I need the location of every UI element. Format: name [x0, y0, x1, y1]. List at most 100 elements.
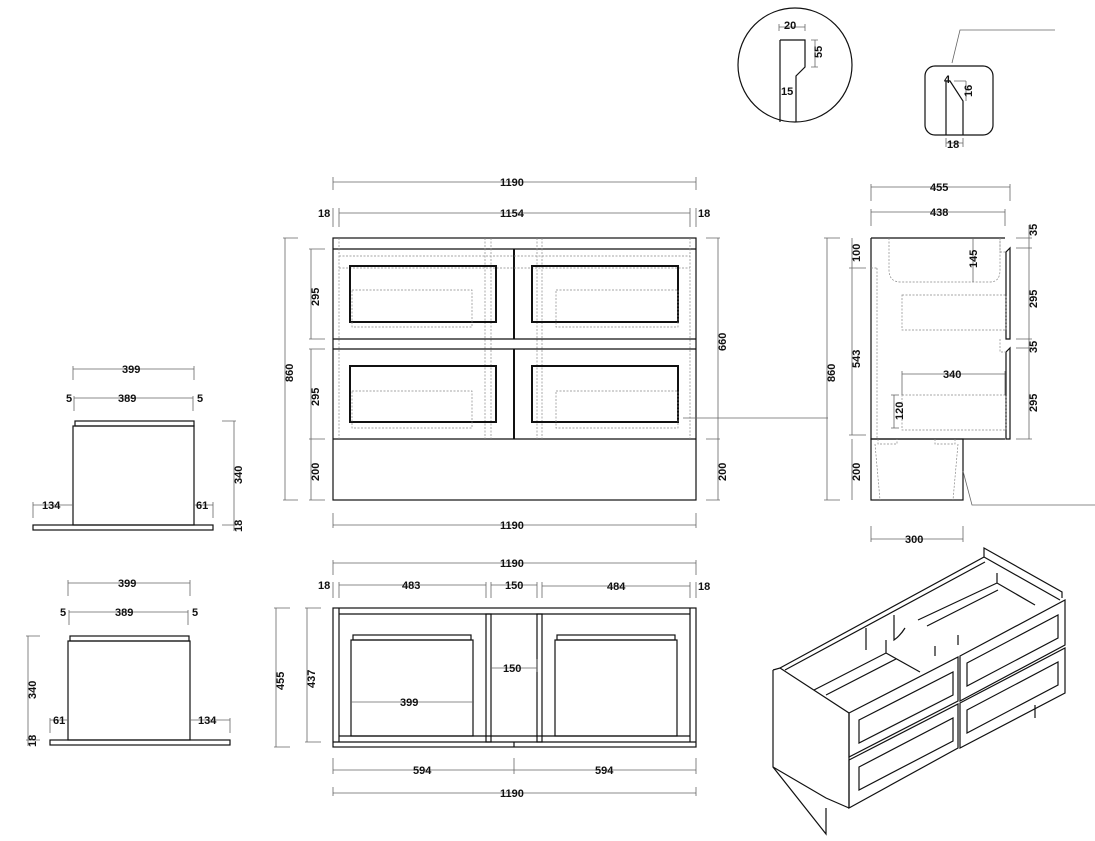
iso-drawer-front-top-left — [848, 656, 959, 758]
drawer-box-bottom — [901, 394, 1007, 431]
dim-plan-half-left: 594 — [413, 765, 432, 777]
dim-side-inner-depth: 438 — [930, 207, 948, 219]
dim-line — [274, 607, 290, 748]
dim-line — [332, 787, 697, 796]
iso-drawer-front-bottom-left — [848, 703, 959, 810]
plan-view: 1190 18 483 150 484 18 150 399 455 437 5… — [274, 558, 710, 800]
detail-circle-outline — [737, 7, 853, 123]
plan-partition-right — [536, 613, 543, 743]
dim-line — [870, 184, 1011, 201]
iso-back-inner — [784, 561, 986, 671]
dim-line — [73, 396, 194, 411]
dim-drawer-right-offset-right: 134 — [198, 715, 217, 727]
dim-plan-half-right: 594 — [595, 765, 614, 777]
dim-line — [67, 580, 191, 596]
dim-handle-height: 16 — [963, 85, 975, 97]
dim-front-side-left: 18 — [318, 208, 330, 220]
hidden-lines — [874, 439, 959, 501]
dim-drawer-left-inset-left: 5 — [66, 393, 72, 405]
iso-drawer-panel — [966, 661, 1059, 734]
dim-plan-side-right: 18 — [698, 581, 710, 593]
drawer-base-plate — [32, 524, 214, 531]
dim-drawer-right-inset-right: 5 — [192, 607, 198, 619]
dim-line — [332, 177, 697, 190]
dim-drawer-left-height: 340 — [233, 466, 245, 484]
dim-front-drawer-bottom: 295 — [310, 388, 322, 406]
dim-line — [1016, 225, 1032, 440]
dim-front-plinth-right: 200 — [717, 463, 729, 481]
dim-line — [824, 237, 840, 501]
drawer-panel-top-left — [349, 265, 497, 323]
iso-drawer-front-top-right — [959, 599, 1066, 702]
plan-partition-left — [485, 613, 492, 743]
drawer-box-top — [901, 294, 1007, 331]
handle-detail-frame — [924, 65, 994, 136]
plan-drawer-right — [554, 639, 678, 737]
drawer-box-view-left: 399 389 5 5 340 18 134 61 — [32, 364, 245, 532]
plan-drawer-left-top — [352, 634, 472, 641]
iso-back-panel — [779, 546, 1063, 669]
drawer-top-edge — [74, 420, 195, 427]
isometric-view — [772, 546, 1066, 836]
dim-line — [901, 371, 1006, 395]
dim-line — [332, 208, 697, 227]
dim-drawer-right-outer-width: 399 — [118, 578, 136, 590]
dim-line — [706, 439, 720, 501]
dim-plan-center-gap-inner: 150 — [503, 663, 521, 675]
plan-drawer-left — [350, 639, 474, 737]
hidden-drawer-box — [351, 390, 473, 429]
dim-plan-overall-depth: 455 — [275, 672, 287, 690]
dim-plan-drawer-width: 399 — [400, 697, 418, 709]
dim-drawer-left-offset-right: 61 — [196, 500, 208, 512]
side-plinth — [870, 438, 964, 501]
sink-bowl — [888, 238, 1001, 283]
dim-side-overall-depth: 455 — [930, 182, 948, 194]
dim-line — [891, 394, 899, 429]
iso-drawer-panel — [966, 614, 1059, 687]
iso-partition — [865, 615, 906, 650]
dim-side-gap-top: 35 — [1028, 224, 1040, 236]
dim-line — [49, 718, 68, 733]
dim-drawer-right-inner-width: 389 — [115, 607, 133, 619]
dim-line — [332, 758, 697, 774]
dim-line — [32, 502, 73, 518]
dim-line — [954, 80, 967, 101]
plan-carcass — [332, 607, 697, 748]
hidden-lines — [338, 238, 691, 439]
dim-line — [283, 237, 298, 501]
drawer-body — [72, 425, 195, 526]
dim-line — [305, 607, 321, 743]
dim-front-inner-width: 1154 — [500, 208, 525, 220]
dim-front-overall-width: 1190 — [500, 177, 524, 189]
dim-plan-overall-width-bottom: 1190 — [500, 788, 524, 800]
leader-line — [962, 470, 1095, 506]
dim-line — [190, 718, 231, 733]
handle-detail: 4 16 18 — [924, 29, 1055, 151]
dim-line — [222, 420, 236, 531]
dim-side-gap-mid: 35 — [1028, 341, 1040, 353]
dim-front-bottom-width: 1190 — [500, 520, 524, 532]
dim-plan-bay-left: 483 — [402, 580, 420, 592]
dim-side-overall-height: 860 — [826, 364, 838, 382]
hidden-lines — [871, 267, 878, 439]
dim-drawer-right-base: 18 — [27, 735, 39, 747]
dim-front-drawer-top: 295 — [310, 288, 322, 306]
hidden-drawer-box — [351, 289, 473, 328]
dim-plan-side-left: 18 — [318, 580, 330, 592]
dim-line — [26, 635, 40, 746]
dim-front-drawers-total: 660 — [717, 333, 729, 351]
iso-drawer-panel — [858, 717, 954, 791]
dim-drawer-right-offset-left: 61 — [53, 715, 65, 727]
dim-profile-height: 55 — [813, 46, 825, 58]
side-view: 455 438 145 340 120 860 100 543 200 — [824, 182, 1095, 546]
dim-front-side-right: 18 — [698, 208, 710, 220]
dim-side-drawer-front-bottom: 295 — [1028, 394, 1040, 412]
dim-side-sink-depth: 145 — [968, 250, 980, 268]
dim-line — [309, 439, 325, 501]
dim-drawer-left-base: 18 — [233, 520, 245, 532]
drawer-base-plate — [49, 739, 231, 746]
drawer-front-bottom — [1005, 346, 1011, 440]
drawer-front-top — [1005, 246, 1011, 340]
dim-drawer-left-offset-left: 134 — [42, 500, 61, 512]
dim-side-drawer-front-top: 295 — [1028, 290, 1040, 308]
